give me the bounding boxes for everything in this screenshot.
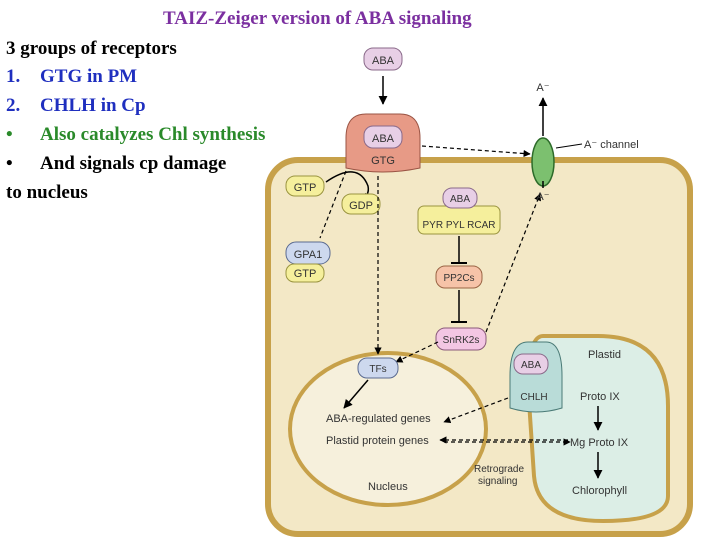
channel-pointer (555, 143, 583, 149)
bullet-marker: 1. (6, 66, 21, 87)
gdp-box (341, 193, 381, 215)
aba-gtg-label: ABA (372, 133, 395, 145)
bullet-text: Also catalyzes Chl synthesis (40, 124, 266, 145)
tfs-box (357, 357, 399, 379)
chlorophyll-label: Chlorophyll (572, 485, 627, 497)
bullet-signals: • And signals cp damage (6, 153, 226, 175)
mg-proto-ix-label: Mg Proto IX (570, 437, 629, 449)
bullet-continuation: to nucleus (6, 182, 88, 204)
anion-channel-icon (531, 137, 555, 187)
retrograde-label: Retrograde (474, 464, 524, 475)
bullet-text: to nucleus (6, 182, 88, 203)
aba-genes-label: ABA-regulated genes (326, 413, 431, 425)
bullet-chlh: 2. CHLH in Cp (6, 95, 146, 117)
proto-ix-label: Proto IX (580, 391, 620, 403)
slide-title: TAIZ-Zeiger version of ABA signaling (163, 8, 472, 29)
gpa1-gtp-label: GTP (294, 268, 317, 280)
pp2cs-box (435, 265, 483, 289)
aba-chlh-label: ABA (521, 360, 541, 371)
bullet-marker: 2. (6, 95, 21, 116)
gdp-label: GDP (349, 200, 373, 212)
bullet-marker: • (6, 124, 13, 145)
aba-pyr-box (442, 187, 478, 209)
aba-outside-box (363, 47, 403, 71)
pyr-label: PYR PYL RCAR (423, 220, 496, 231)
snrk2s-box (435, 327, 487, 351)
arrow-gtg-to-gpa1 (319, 170, 347, 239)
aba-outside-label: ABA (372, 55, 395, 67)
aba-pyr-label: ABA (450, 194, 470, 205)
plastid-genes-label: Plastid protein genes (326, 435, 429, 447)
bullet-marker: • (6, 153, 13, 174)
chlh-label: CHLH (520, 392, 547, 403)
gtp-box (285, 175, 325, 197)
gpa1-label: GPA1 (294, 249, 323, 261)
bullet-chl-synthesis: • Also catalyzes Chl synthesis (6, 124, 265, 146)
arrow-tfs-to-genes (343, 379, 369, 409)
gtp-label: GTP (294, 182, 317, 194)
arrow-chlh-to-genes (443, 397, 509, 424)
arrow-gtg-to-channel (421, 145, 531, 158)
anion-bottom-label: A⁻ (536, 191, 549, 203)
gtg-label: GTG (371, 155, 395, 167)
aba-gtg-box (363, 125, 403, 149)
bullet-gtg: 1. GTG in PM (6, 66, 137, 88)
bullet-text: 3 groups of receptors (6, 38, 177, 59)
bullet-text: And signals cp damage (40, 153, 227, 174)
snrk2s-label: SnRK2s (443, 335, 480, 346)
gpa1-gtp-box (285, 263, 325, 283)
bullet-text: CHLH in Cp (40, 95, 146, 116)
aba-signaling-diagram: ABA ABA GTG GTP GDP GPA1 GTP ABA PYR PYL… (265, 47, 693, 537)
anion-channel-label: A⁻ channel (584, 139, 639, 151)
nucleus-shape (288, 351, 488, 507)
bullet-text: GTG in PM (40, 66, 138, 87)
plastid-label: Plastid (588, 349, 621, 361)
tfs-label: TFs (369, 364, 386, 375)
nucleus-label: Nucleus (368, 481, 408, 493)
signaling-label: signaling (478, 476, 517, 487)
arrow-snrk-to-channel (485, 193, 541, 333)
bullet-heading: 3 groups of receptors (6, 38, 177, 60)
arrow-snrk-to-tfs (395, 341, 439, 363)
anion-top-label: A⁻ (536, 82, 549, 94)
aba-chlh-box (513, 353, 549, 375)
pp2cs-label: PP2Cs (443, 273, 474, 284)
